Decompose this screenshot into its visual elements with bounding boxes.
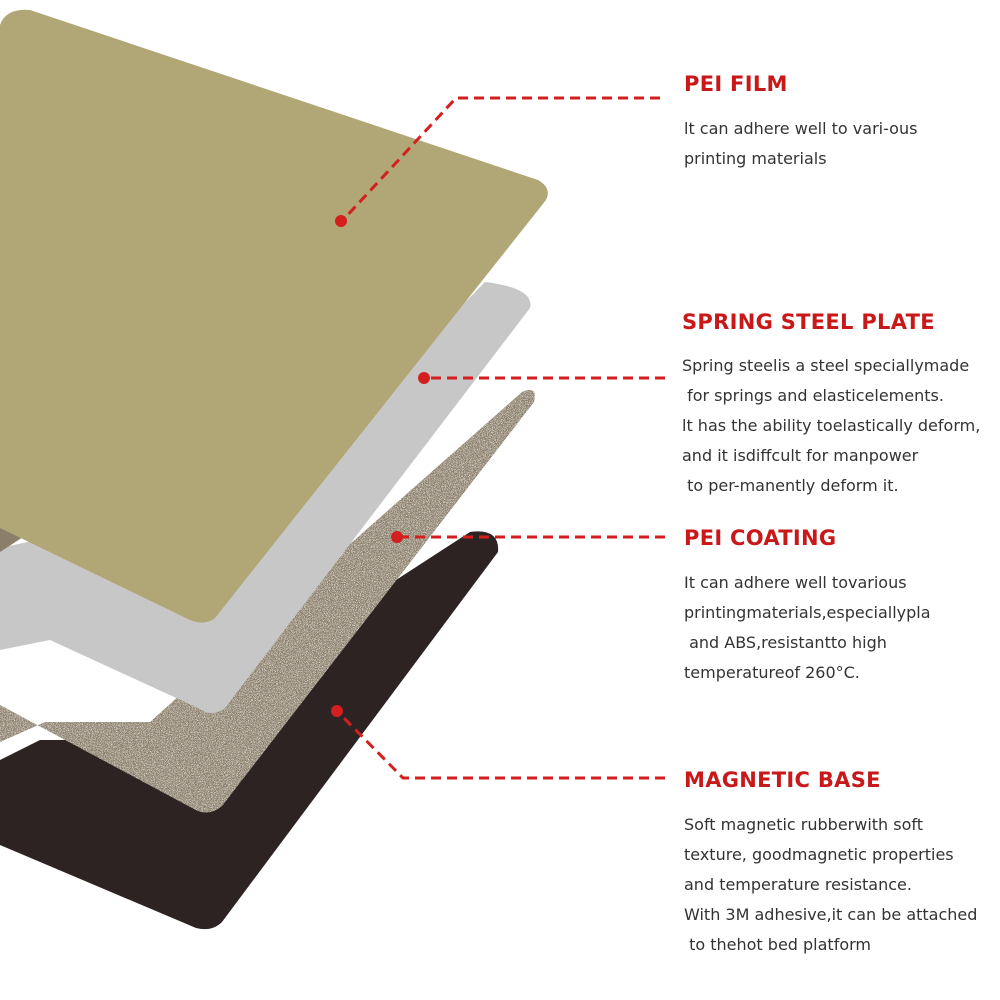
- spring-steel-marker-dot: [418, 372, 430, 384]
- pei-coating-desc-line-2: printingmaterials,especiallypla: [684, 603, 931, 622]
- pei-coating-marker-dot: [391, 531, 403, 543]
- pei-film-desc-line-2: printing materials: [684, 149, 827, 168]
- spring-steel-desc-line-1: Spring steelis a steel speciallymade: [682, 356, 970, 375]
- pei-film-leader-line: [341, 96, 660, 222]
- magnetic-base-title: MAGNETIC BASE: [684, 768, 881, 792]
- pei-film-marker-dot: [335, 215, 347, 227]
- spring-steel-desc-line-2: for springs and elasticelements.: [682, 386, 944, 405]
- spring-steel-desc-line-3: lt has the ability toelastically deform,: [682, 416, 981, 435]
- pei-coating-title: PEI COATING: [684, 526, 837, 550]
- pei-film-sheet: [0, 9, 548, 623]
- spring-steel-desc-line-4: and it isdiffcult for manpower: [682, 446, 919, 465]
- pei-coating-desc-line-1: It can adhere well tovarious: [684, 573, 907, 592]
- pei-coating-desc-line-4: temperatureof 260°C.: [684, 663, 860, 682]
- magnetic-base-desc-line-2: texture, goodmagnetic properties: [684, 845, 954, 864]
- spring-steel-desc-line-5: to per-manently deform it.: [682, 476, 899, 495]
- spring-steel-plate-title: SPRING STEEL PLATE: [682, 310, 935, 334]
- pei-film-desc-line-1: lt can adhere well to vari-ous: [684, 119, 918, 138]
- pei-coating-desc-line-3: and ABS,resistantto high: [684, 633, 887, 652]
- magnetic-base-desc-line-4: With 3M adhesive,it can be attached: [684, 905, 978, 924]
- magnetic-base-leader-line: [336, 710, 665, 780]
- pei-coating-sheet: [0, 389, 535, 813]
- magnetic-base-desc-line-1: Soft magnetic rubberwith soft: [684, 815, 924, 834]
- magnetic-base-marker-dot: [331, 705, 343, 717]
- pei-film-title: PEI FILM: [684, 72, 788, 96]
- magnetic-base-desc-line-3: and temperature resistance.: [684, 875, 912, 894]
- magnetic-base-desc-line-5: to thehot bed platform: [684, 935, 872, 954]
